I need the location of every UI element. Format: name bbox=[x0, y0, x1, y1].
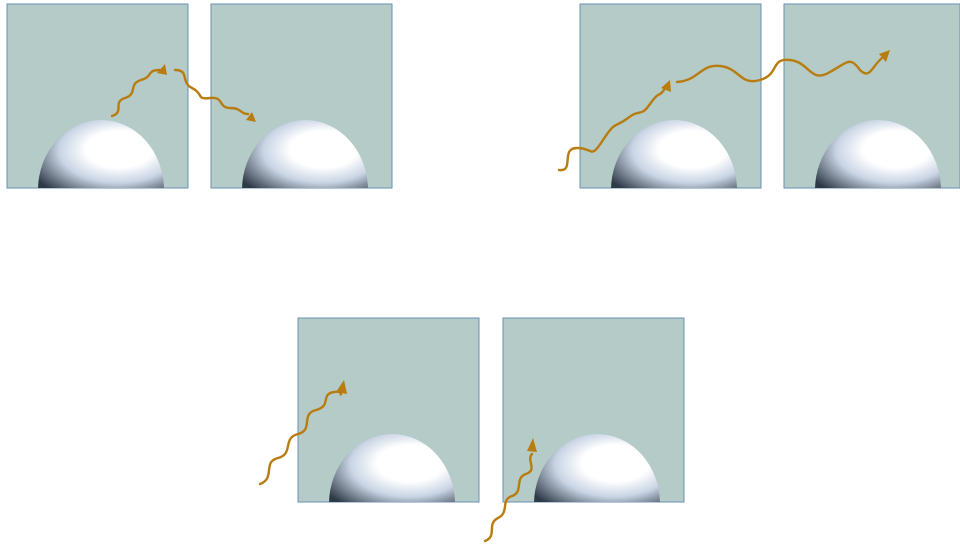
group-top-left bbox=[7, 4, 392, 190]
group-top-right bbox=[559, 4, 960, 190]
group-bottom-center bbox=[260, 318, 684, 541]
